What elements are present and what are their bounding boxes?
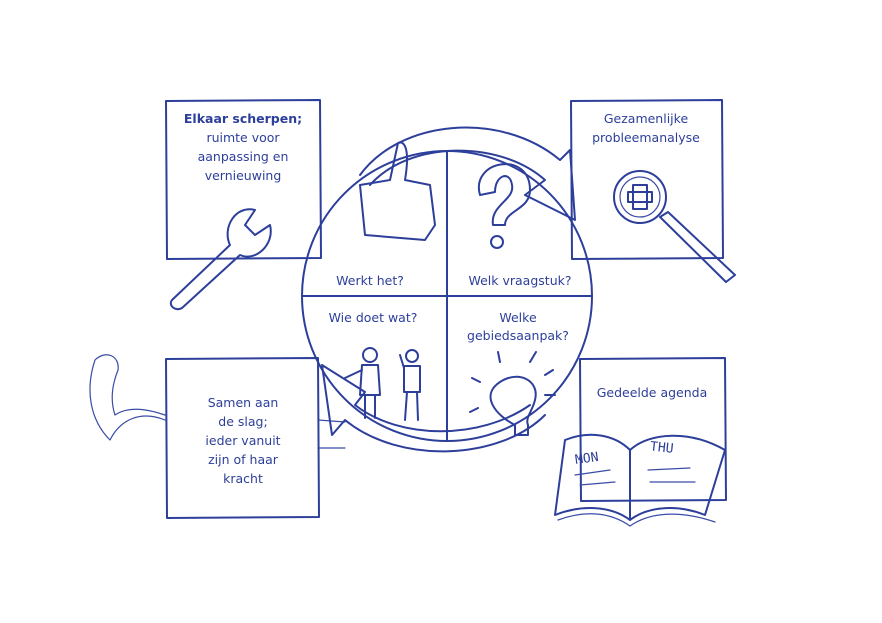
quadrant-label-welke-gebiedsaanpak: Welke <box>499 310 537 325</box>
label-text: ieder vanuit <box>205 433 280 448</box>
label-text: aanpassing en <box>198 149 289 164</box>
label-text: probleemanalyse <box>592 130 700 145</box>
box-top-left: Elkaar scherpen; ruimte voor aanpassing … <box>165 99 322 311</box>
magnifier-icon <box>613 170 736 283</box>
flexed-arm-icon <box>89 354 346 449</box>
label-text: de slag; <box>218 414 267 429</box>
label-text: gebiedsaanpak? <box>467 328 569 343</box>
box-bottom-left: Samen aan de slag; ieder vanuit zijn of … <box>165 357 320 519</box>
label-text: MON <box>574 450 599 468</box>
people-icon <box>344 347 421 421</box>
quadrant-label-wie-doet-wat: Wie doet wat? <box>329 310 418 325</box>
cycle-arrow-top <box>359 126 576 221</box>
label-text: Samen aan <box>208 395 279 410</box>
label-text: vernieuwing <box>205 168 282 183</box>
light-bulb-icon <box>469 351 556 436</box>
label-text: THU <box>649 439 674 456</box>
box-heading: Elkaar scherpen; <box>184 111 302 126</box>
wrench-icon <box>169 208 272 311</box>
quadrant-label-werkt-het: Werkt het? <box>336 273 404 288</box>
question-mark-icon <box>477 163 531 226</box>
quadrant-label-welk-vraagstuk: Welk vraagstuk? <box>468 273 571 288</box>
label-text: Gedeelde agenda <box>597 385 708 400</box>
label-text: kracht <box>223 471 263 486</box>
cycle-circle: Werkt het? Welk vraagstuk? Wie doet wat?… <box>301 126 593 453</box>
label-text: ruimte voor <box>206 130 280 145</box>
open-book-icon: MON THU <box>554 433 726 527</box>
box-top-right: Gezamenlijke probleemanalyse <box>570 99 736 283</box>
box-bottom-right: Gedeelde agenda MON THU <box>554 357 727 527</box>
label-text: Gezamenlijke <box>604 111 689 126</box>
thumbs-up-icon <box>359 141 436 241</box>
label-text: zijn of haar <box>208 452 279 467</box>
cycle-arrow-bottom <box>321 364 546 453</box>
